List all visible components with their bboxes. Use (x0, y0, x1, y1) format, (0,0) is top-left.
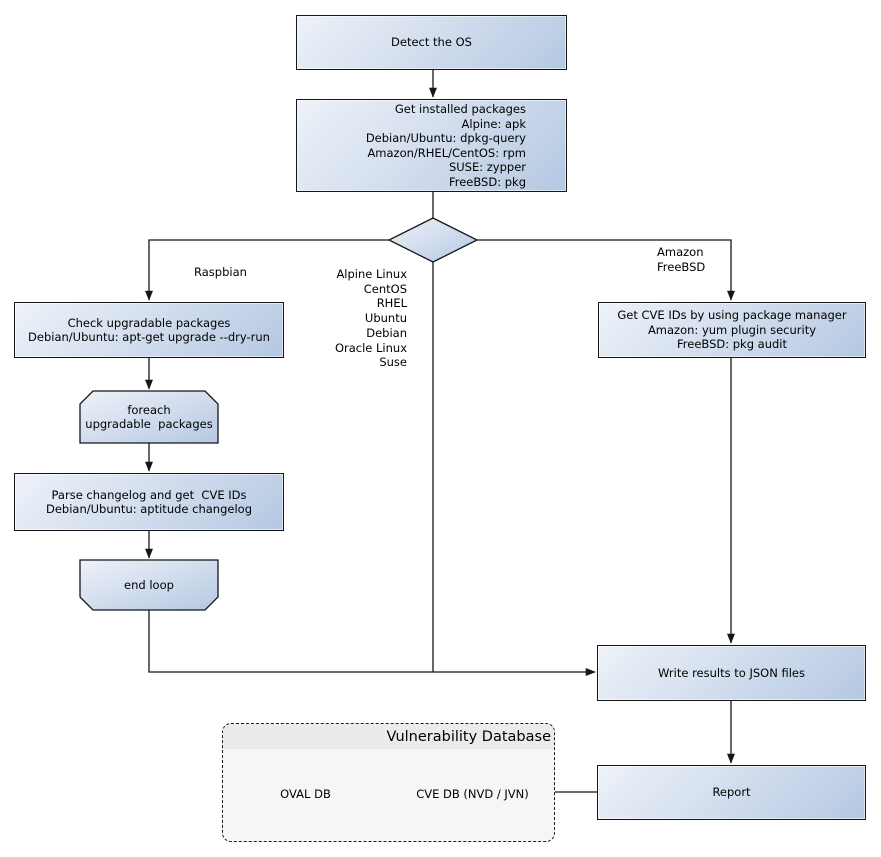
edge-label-os-list: Alpine Linux CentOS RHEL Ubuntu Debian O… (334, 267, 407, 370)
node-foreach-loop-label: foreach upgradable packages (85, 402, 213, 432)
vulnerability-database-title: Vulnerability Database (386, 728, 551, 745)
edge-endloop-to-write-results (148, 610, 596, 676)
vulnerability-database-title-band: Vulnerability Database (223, 724, 554, 749)
node-detect-os: Detect the OS (296, 15, 567, 70)
vulnerability-database-panel: Vulnerability Database (222, 723, 555, 842)
edge-decision-to-get-cve (477, 239, 735, 301)
oval-db-label: OVAL DB (280, 786, 331, 801)
node-get-cve-ids: Get CVE IDs by using package manager Ama… (598, 302, 866, 358)
end-loop-shape (79, 559, 219, 611)
decision-diamond (387, 217, 479, 263)
cve-db-label: CVE DB (NVD / JVN) (416, 786, 529, 801)
foreach-loop-shape (79, 390, 219, 444)
edge-label-raspbian: Raspbian (194, 265, 247, 279)
edge-label-amazon-freebsd: Amazon FreeBSD (657, 245, 706, 274)
node-end-loop-label: end loop (124, 577, 174, 592)
node-parse-changelog: Parse changelog and get CVE IDs Debian/U… (14, 473, 284, 531)
edge-decision-to-check-upgradable (145, 239, 389, 301)
node-check-upgradable-packages: Check upgradable packages Debian/Ubuntu:… (14, 302, 284, 358)
node-get-installed-packages: Get installed packages Alpine: apk Debia… (296, 99, 567, 192)
node-write-results: Write results to JSON files (597, 645, 866, 701)
node-report: Report (597, 765, 866, 820)
